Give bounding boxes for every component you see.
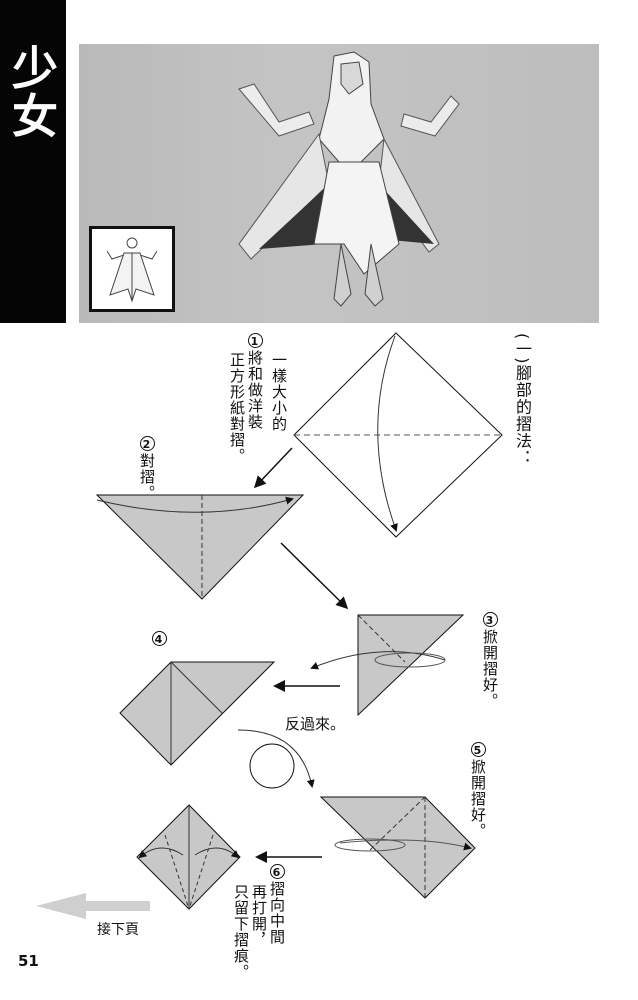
step-number-badge: 3 — [482, 612, 498, 627]
step-5-instruction: 5 掀開摺好。 — [469, 742, 487, 839]
step-6-line-1: 摺向中間 — [268, 881, 286, 945]
page-title: 少女 — [5, 44, 59, 140]
step-3-instruction: 3 掀開摺好。 — [481, 612, 499, 709]
step-6-line-3: 只留下摺痕。 — [232, 884, 250, 980]
step-6-instruction: 6 摺向中間 — [268, 864, 286, 945]
step-6-line-2: 再打開， — [250, 884, 268, 948]
step-number-badge: 5 — [470, 742, 486, 757]
title-bar: 少女 — [0, 0, 66, 323]
section-heading: (一)腳部的摺法： — [513, 333, 532, 467]
next-page-link[interactable]: 接下頁 — [97, 922, 139, 938]
step-5-line-1: 掀開摺好。 — [469, 759, 487, 839]
step-2-instruction: 2 對摺。 — [138, 436, 156, 501]
step-number-badge: 6 — [269, 864, 285, 879]
step-1-line-3: 正方形紙對摺。 — [228, 352, 246, 464]
step-number-badge: 4 — [151, 631, 167, 646]
step-2-diagram — [95, 494, 305, 600]
step-1-diagram — [293, 332, 503, 538]
step-1-line-1: 將和做洋裝 — [246, 350, 264, 430]
next-page-arrow-icon — [36, 893, 150, 919]
flip-over-note: 反過來。 — [285, 715, 346, 733]
step-1-instruction: 1 將和做洋裝 — [246, 333, 264, 430]
model-line-drawing-thumbnail — [89, 226, 175, 312]
step-number-badge: 1 — [247, 333, 263, 348]
step-2-line-1: 對摺。 — [138, 453, 156, 501]
model-photo — [79, 44, 599, 323]
step-3-diagram — [310, 614, 465, 717]
step-4-label: 4 — [150, 631, 167, 648]
step-number-badge: 2 — [139, 436, 155, 451]
origami-girl-figure-icon — [238, 51, 460, 307]
page-number: 51 — [18, 952, 39, 970]
step-4-diagram — [119, 661, 276, 766]
step-1-line-2: 一樣大小的 — [270, 352, 288, 432]
step-6-diagram — [136, 804, 241, 910]
step-3-line-1: 掀開摺好。 — [481, 629, 499, 709]
step-5-diagram — [319, 796, 476, 899]
